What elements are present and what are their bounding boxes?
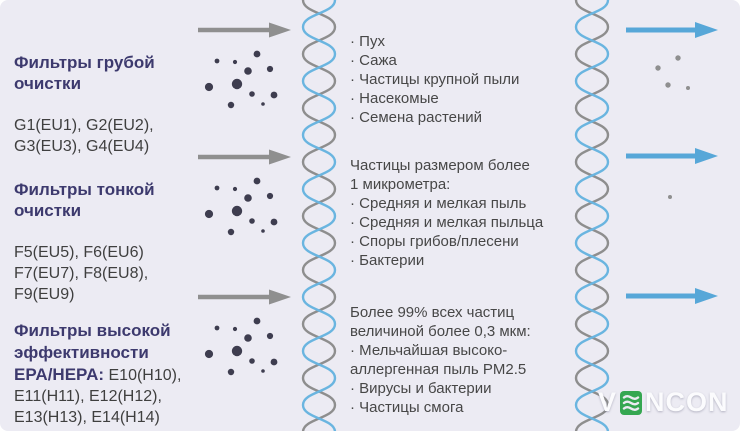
section-title: Фильтры высокой эффективности EPA/HEPA:: [14, 321, 171, 384]
captured-intro: Частицы размером более 1 микрометра:: [350, 157, 530, 193]
list-item: Сажа: [350, 51, 580, 70]
section-classes: G1(EU1), G2(EU2), G3(EU3), G4(EU4): [14, 117, 154, 155]
logo-text-left: V: [598, 387, 618, 417]
captured-list-fine: Частицы размером более 1 микрометра: Сре…: [350, 156, 580, 270]
clean-air-arrow-icon: [625, 147, 721, 165]
list-item: Частицы смога: [350, 398, 580, 417]
dirty-air-arrow-icon: [197, 21, 293, 39]
list-item: Средняя и мелкая пыльца: [350, 213, 580, 232]
clean-air-arrow-icon: [625, 21, 721, 39]
list-item: Семена растений: [350, 108, 580, 127]
section-title: Фильтры грубой очистки: [14, 53, 155, 93]
section-hepa-label: Фильтры высокой эффективности EPA/HEPA: …: [14, 299, 196, 431]
captured-list-hepa: Более 99% всех частиц величиной более 0,…: [350, 303, 580, 417]
logo-text-right: NCON: [645, 387, 729, 417]
vencon-logo: V NCON: [598, 387, 729, 418]
dirty-air-arrow-icon: [197, 148, 293, 166]
residual-particles-icon: [668, 195, 672, 199]
captured-intro: Более 99% всех частиц величиной более 0,…: [350, 304, 531, 340]
list-item: Споры грибов/плесени: [350, 232, 580, 251]
list-item: Вирусы и бактерии: [350, 379, 580, 398]
list-item: Бактерии: [350, 251, 580, 270]
particle-cluster-icon: [204, 317, 278, 376]
particle-cluster-icon: [204, 50, 278, 109]
list-item: Мельчайшая высоко- аллергенная пыль PM2.…: [350, 341, 580, 379]
list-item: Частицы крупной пыли: [350, 70, 580, 89]
filter-helix-icon: [301, 0, 337, 431]
section-classes: F5(EU5), F6(EU6) F7(EU7), F8(EU8), F9(EU…: [14, 244, 149, 303]
section-coarse-label: Фильтры грубой очистки G1(EU1), G2(EU2),…: [14, 31, 196, 178]
particle-cluster-icon: [204, 177, 278, 236]
dirty-air-arrow-icon: [197, 288, 293, 306]
section-classes: E10(H10), E11(H11), E12(H12), E13(H13), …: [14, 367, 182, 426]
logo-e-icon: [620, 390, 643, 415]
section-heading: Фильтры высокой эффективности EPA/HEPA: …: [14, 320, 196, 428]
residual-particles-icon: [655, 55, 690, 90]
list-item: Средняя и мелкая пыль: [350, 194, 580, 213]
list-item: Насекомые: [350, 89, 580, 108]
clean-air-arrow-icon: [625, 287, 721, 305]
captured-list-coarse: Пух Сажа Частицы крупной пыли Насекомые …: [350, 32, 580, 127]
section-title: Фильтры тонкой очистки: [14, 180, 155, 220]
list-item: Пух: [350, 32, 580, 51]
section-fine-label: Фильтры тонкой очистки F5(EU5), F6(EU6) …: [14, 158, 196, 326]
